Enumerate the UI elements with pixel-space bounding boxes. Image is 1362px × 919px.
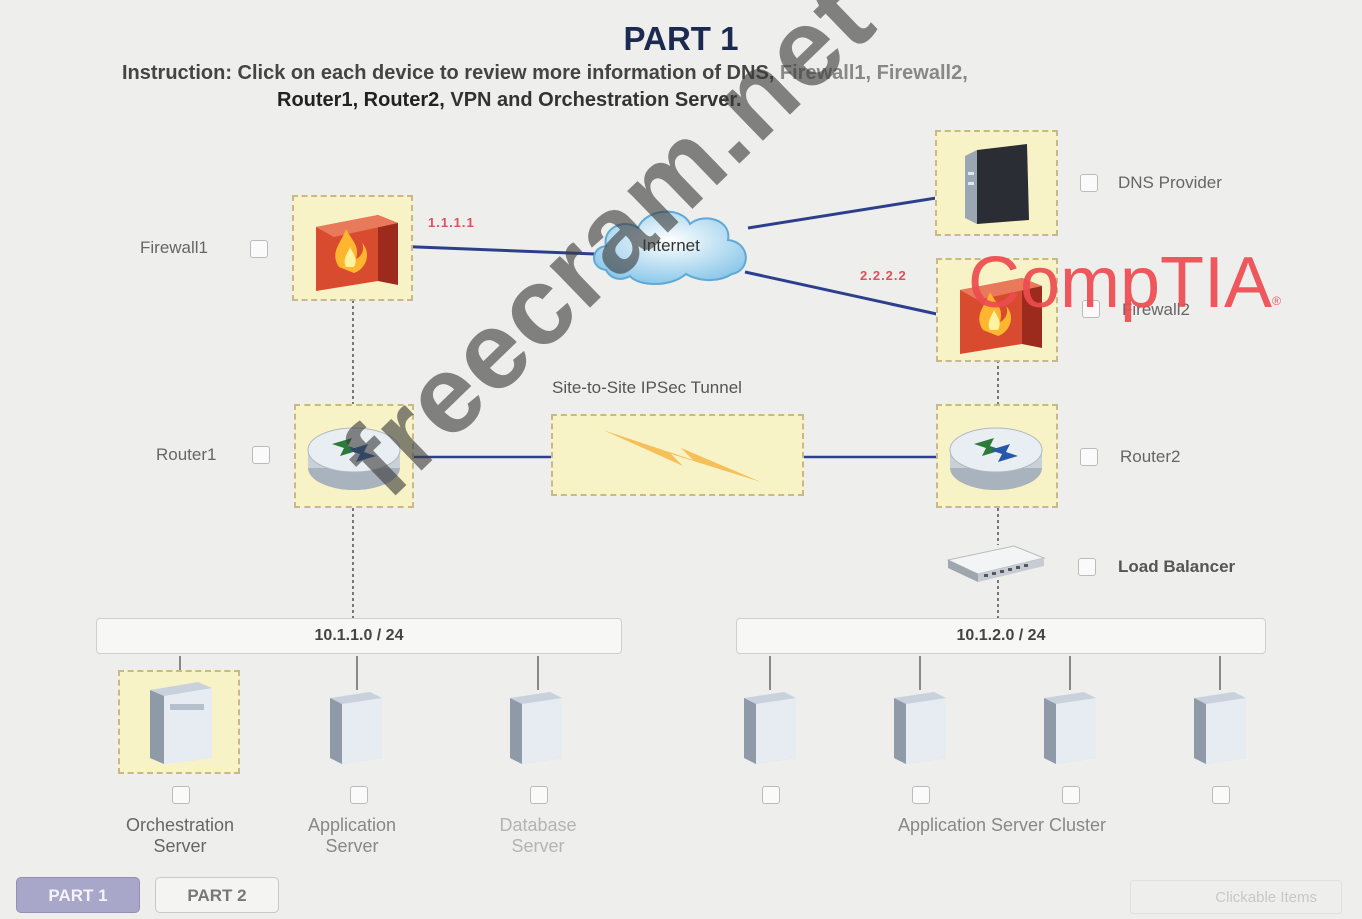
subnet-right: 10.1.2.0 / 24 <box>736 618 1266 654</box>
server-icon <box>894 692 946 764</box>
server-icon <box>150 682 212 764</box>
firewall2-label: Firewall2 <box>1122 300 1191 319</box>
firewall1-checkbox[interactable] <box>250 240 268 258</box>
firewall-icon <box>960 278 1042 354</box>
comptia-logo: CompTIA® <box>968 242 1281 324</box>
instruction-text-2a: Router1, Router2, <box>277 89 445 111</box>
database-server-label: Database Server <box>468 815 608 857</box>
vpn-tunnel-device[interactable] <box>551 414 804 496</box>
page-title: PART 1 <box>623 20 739 57</box>
logo-text: CompTIA <box>968 243 1273 323</box>
subnet-left: 10.1.1.0 / 24 <box>96 618 622 654</box>
firewall2-device[interactable] <box>936 258 1058 362</box>
switch-icon <box>946 545 1046 582</box>
instruction-text-2b: VPN and Orchestration Server. <box>450 89 742 111</box>
firewall1-label: Firewall1 <box>140 238 209 257</box>
orchestration-server-label: Orchestration Server <box>100 815 260 857</box>
firewall2-ip: 2.2.2.2 <box>860 268 907 283</box>
database-server-checkbox <box>530 786 548 804</box>
link-internet-firewall2 <box>744 270 956 320</box>
link-internet-dns <box>747 193 956 230</box>
application-server-label: Application Server <box>282 815 422 857</box>
internet-label: Internet <box>642 236 700 255</box>
cloud-icon <box>593 210 747 285</box>
application-server-label-line1: Application <box>307 815 397 835</box>
firewall1-device[interactable] <box>292 195 413 301</box>
database-server-label-line1: Database <box>499 815 577 835</box>
server-icon <box>744 692 796 764</box>
load-balancer-checkbox[interactable] <box>1078 558 1096 576</box>
cluster-server-4 <box>1190 690 1248 764</box>
dns-provider-label: DNS Provider <box>1118 173 1222 192</box>
orchestration-server-label-line2: Server <box>153 836 207 856</box>
dns-server-icon <box>965 144 1029 224</box>
instruction-text-1b: Firewall1, Firewall2, <box>779 62 968 84</box>
orchestration-server-label-line1: Orchestration <box>125 815 235 835</box>
dns-provider-device[interactable] <box>935 130 1058 236</box>
router2-device[interactable] <box>936 404 1058 508</box>
router1-label: Router1 <box>156 445 217 464</box>
orchestration-server-device[interactable] <box>118 670 240 774</box>
firewall1-ip: 1.1.1.1 <box>428 215 475 230</box>
orchestration-server-checkbox[interactable] <box>172 786 190 804</box>
database-server-label-line2: Server <box>511 836 565 856</box>
server-icon <box>1044 692 1096 764</box>
router2-checkbox[interactable] <box>1080 448 1098 466</box>
cluster-label: Application Server Cluster <box>897 815 1107 835</box>
application-server-label-line2: Server <box>325 836 379 856</box>
cluster-server-2 <box>890 690 948 764</box>
server-icon <box>1194 692 1246 764</box>
cluster-server-3 <box>1040 690 1098 764</box>
application-server-checkbox <box>350 786 368 804</box>
router1-device[interactable] <box>294 404 414 508</box>
instruction-line-1: Instruction: Click on each device to rev… <box>122 62 968 85</box>
dns-provider-checkbox[interactable] <box>1080 174 1098 192</box>
internet-cloud[interactable]: Internet <box>586 200 756 295</box>
cluster-server-1 <box>740 690 798 764</box>
database-server-device <box>506 690 564 764</box>
link-firewall1-internet <box>391 244 596 256</box>
vpn-label: Site-to-Site IPSec Tunnel <box>552 378 742 397</box>
clickable-items-legend: Clickable Items <box>1130 880 1342 914</box>
load-balancer-device[interactable] <box>944 538 1048 584</box>
registered-mark: ® <box>1272 294 1281 308</box>
firewall2-checkbox[interactable] <box>1082 300 1100 318</box>
lightning-icon <box>603 430 761 482</box>
instruction-line-2: Router1, Router2, VPN and Orchestration … <box>277 89 742 112</box>
load-balancer-label: Load Balancer <box>1118 557 1236 576</box>
cluster-server-2-checkbox <box>912 786 930 804</box>
router2-label: Router2 <box>1120 447 1181 466</box>
tab-part-1[interactable]: PART 1 <box>16 877 140 913</box>
cluster-server-4-checkbox <box>1212 786 1230 804</box>
router-icon <box>307 427 401 490</box>
router-icon <box>949 427 1043 490</box>
server-icon <box>330 692 382 764</box>
server-icon <box>510 692 562 764</box>
application-server-device <box>326 690 384 764</box>
router1-checkbox[interactable] <box>252 446 270 464</box>
cluster-server-3-checkbox <box>1062 786 1080 804</box>
firewall-icon <box>316 215 398 291</box>
cluster-server-1-checkbox <box>762 786 780 804</box>
tab-part-2[interactable]: PART 2 <box>155 877 279 913</box>
instruction-text-1a: Instruction: Click on each device to rev… <box>122 62 775 84</box>
